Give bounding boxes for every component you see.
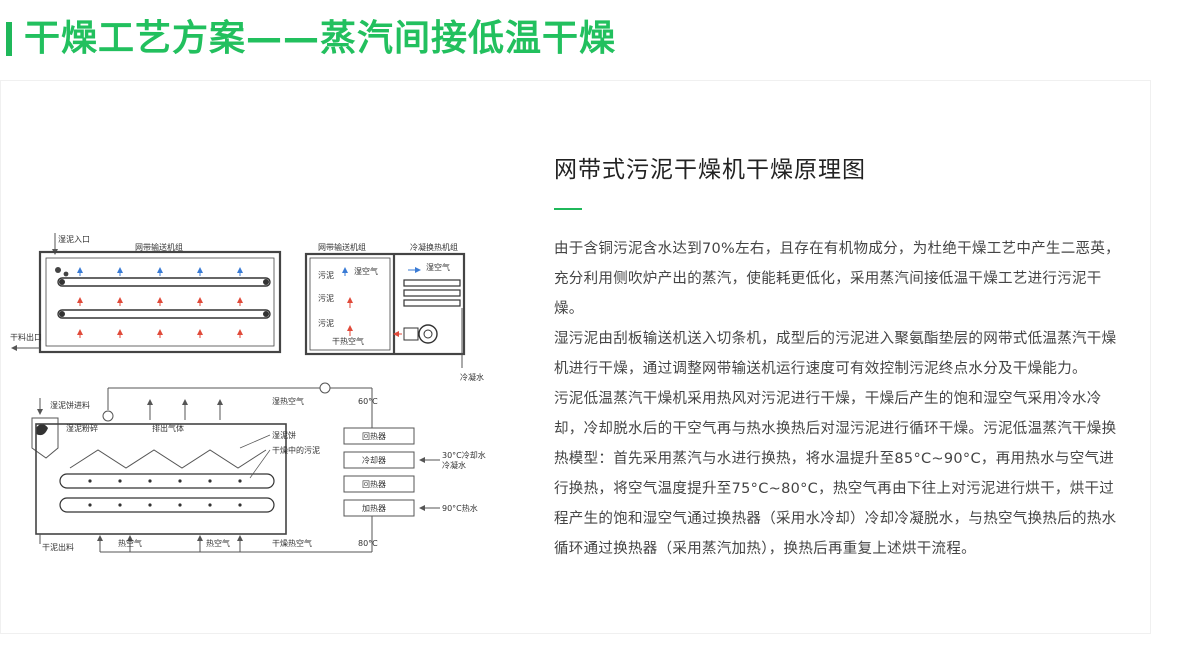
condenser-label: 冷凝换热机组	[410, 242, 458, 252]
top-left-dryer: 湿泥入口 网带输送机组	[10, 233, 282, 354]
description-column: 网带式污泥干燥机干燥原理图 由于含铜污泥含水达到70%左右，且存在有机物成分，为…	[554, 150, 1120, 564]
page-title: 干燥工艺方案——蒸汽间接低温干燥	[24, 18, 617, 59]
heater-box: 加热器	[362, 503, 386, 513]
paragraph-2: 湿污泥由刮板输送机送入切条机，成型后的污泥进入聚氨酯垫层的网带式低温蒸汽干燥机进…	[554, 331, 1117, 377]
hot-air-label-1: 热空气	[118, 538, 142, 548]
cooler-box: 冷却器	[362, 455, 386, 465]
conveyor-label-left: 网带输送机组	[135, 242, 183, 252]
paragraph-1: 由于含铜污泥含水达到70%左右，且存在有机物成分，为杜绝干燥工艺中产生二恶英，充…	[554, 241, 1120, 317]
drying-sludge-label: 干燥中的污泥	[272, 445, 320, 455]
exhaust-label: 排出气体	[152, 423, 184, 433]
hot-air-label-2: 热空气	[206, 538, 230, 548]
cake-label: 湿泥饼	[272, 430, 296, 440]
conveyor-label-right: 网带输送机组	[318, 242, 366, 252]
title-accent-bar	[6, 22, 12, 56]
exchanger-box-1: 回热器	[362, 431, 386, 441]
temp-80-label: 80°C	[358, 539, 378, 548]
dry-hot-air-label-bottom: 干燥热空气	[272, 538, 312, 548]
hot-water-label: 90°C热水	[442, 503, 478, 513]
top-right-dryer-condenser: 网带输送机组 冷凝换热机组 污泥 污泥 污泥 湿空气 干热空气 湿空气 冷凝水	[304, 242, 484, 382]
sludge-label-3: 污泥	[318, 318, 334, 328]
dry-hot-air-label: 干热空气	[332, 336, 364, 346]
temp-60-label: 60°C	[358, 397, 378, 406]
wet-hot-air-label: 湿热空气	[272, 396, 304, 406]
content-panel	[0, 80, 1151, 634]
cooling-water-label: 30°C冷却水	[442, 450, 486, 460]
section-heading: 网带式污泥干燥机干燥原理图	[554, 157, 866, 183]
dry-outlet-label: 干料出口	[10, 332, 42, 342]
crush-label: 湿泥粉碎	[66, 423, 98, 433]
heading-underline	[554, 208, 582, 210]
sludge-label-2: 污泥	[318, 293, 334, 303]
paragraph-3: 污泥低温蒸汽干燥机采用热风对污泥进行干燥，干燥后产生的饱和湿空气采用冷水冷却，冷…	[554, 391, 1117, 557]
wet-inlet-label: 湿泥入口	[58, 235, 90, 244]
bottom-process-diagram: 60°C 湿热空气 湿泥饼进料 湿泥粉碎 排出气体 湿	[31, 382, 486, 553]
wet-air-label: 湿空气	[354, 266, 378, 276]
dryer-principle-diagram: 湿泥入口 网带输送机组	[0, 148, 520, 568]
cake-feed-label: 湿泥饼进料	[50, 400, 90, 410]
condensate-label: 冷凝水	[460, 372, 484, 382]
title-bar: 干燥工艺方案——蒸汽间接低温干燥	[0, 0, 1200, 72]
exchanger-box-2: 回热器	[362, 479, 386, 489]
dry-out-label-bottom: 干泥出料	[42, 542, 74, 552]
wet-air-label-2: 湿空气	[426, 262, 450, 272]
condensate-label-bottom: 冷凝水	[442, 460, 466, 470]
sludge-label-1: 污泥	[318, 270, 334, 280]
